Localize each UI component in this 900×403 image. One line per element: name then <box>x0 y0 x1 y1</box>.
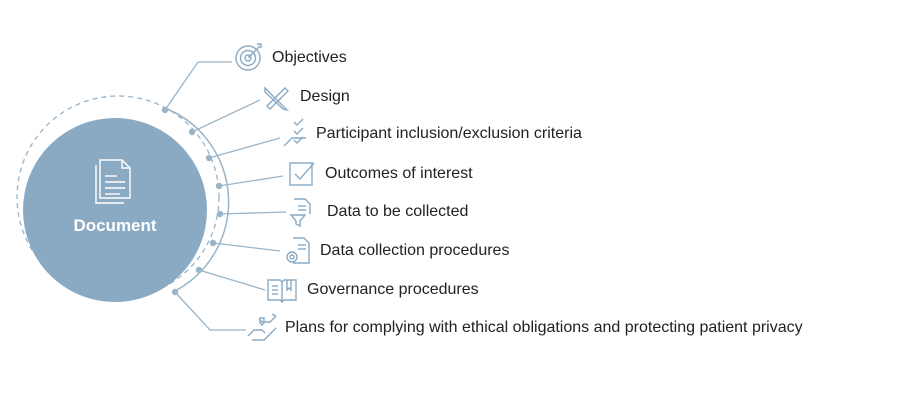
item-label-5: Data collection procedures <box>320 242 510 259</box>
center-circle <box>23 118 207 302</box>
item-label-0: Objectives <box>272 49 347 66</box>
center-label: Document <box>73 216 157 235</box>
connector-line-3 <box>218 175 284 187</box>
connector-dot-5 <box>209 239 217 247</box>
pencil-ruler-icon <box>264 86 290 112</box>
document-icon <box>95 159 131 204</box>
dashed-ring <box>16 95 220 299</box>
connector-line-0 <box>164 61 232 111</box>
item-label-2: Participant inclusion/exclusion criteria <box>316 125 582 142</box>
item-label-4: Data to be collected <box>327 203 469 220</box>
connector-line-5 <box>212 242 281 252</box>
item-label-1: Design <box>300 88 350 105</box>
connector-dot-4 <box>216 210 224 218</box>
connector-line-6 <box>198 269 266 291</box>
item-label-7: Plans for complying with ethical obligat… <box>285 319 803 336</box>
item-label-6: Governance procedures <box>307 281 479 298</box>
connector-dot-2 <box>205 154 213 162</box>
connector-line-2 <box>208 137 281 159</box>
item-label-3: Outcomes of interest <box>325 165 473 182</box>
connector-line-7 <box>174 291 246 331</box>
connector-dot-0 <box>161 106 169 114</box>
checklist-hand-icon <box>283 118 306 147</box>
document-funnel-icon <box>289 198 311 228</box>
checkbox-icon <box>289 162 315 186</box>
target-icon <box>235 43 262 71</box>
connector-dot-6 <box>195 266 203 274</box>
connector-line-1 <box>191 99 261 133</box>
connector-dot-1 <box>188 128 196 136</box>
hands-shield-icon <box>247 313 277 341</box>
connector-line-4 <box>219 211 287 215</box>
document-gear-icon <box>286 237 310 264</box>
connector-dot-3 <box>215 182 223 190</box>
connector-dot-7 <box>171 288 179 296</box>
open-book-icon <box>267 279 297 303</box>
